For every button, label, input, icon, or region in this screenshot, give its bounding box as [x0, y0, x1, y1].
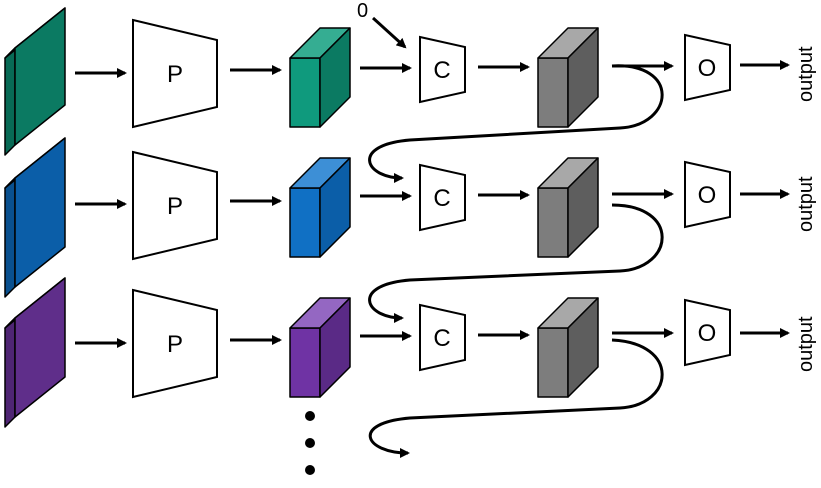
input-volume-2	[4, 137, 66, 298]
hidden-state-3-face-27	[537, 327, 569, 398]
hidden-state-2-face-17	[567, 157, 599, 258]
output-block-3: O	[684, 298, 731, 367]
hidden-state-1-face-3	[537, 57, 569, 128]
ellipsis-dot-3	[305, 465, 315, 475]
ellipsis-dot-1	[305, 411, 315, 421]
row-1: P 0 C O output	[4, 0, 817, 156]
feature-volume-2-face-11	[289, 187, 321, 258]
feature-volume-1-side	[319, 27, 351, 128]
projector-block-1: P	[132, 18, 218, 129]
output-block-1-face-6	[684, 33, 731, 102]
projector-block-3: P	[132, 288, 218, 399]
hidden-state-3-face-29	[567, 297, 599, 398]
output-block-2: O	[684, 160, 731, 229]
input-volume-3	[4, 277, 66, 428]
hidden-state-3	[537, 297, 599, 398]
combiner-block-1-face-2	[419, 35, 466, 104]
projector-block-3-face-22	[132, 288, 218, 399]
projector-block-2-face-10	[132, 150, 218, 261]
projector-label-2: P	[167, 193, 183, 220]
output-block-label-1: O	[698, 55, 717, 82]
output-text-3: output	[795, 316, 817, 372]
output-text-1: output	[795, 46, 817, 102]
input-volume-2-face-7	[4, 177, 16, 298]
feature-volume-1-front	[289, 57, 321, 128]
hidden-state-1	[537, 27, 599, 128]
input-volume-3-face-19	[4, 317, 16, 428]
combiner-label-2: C	[433, 185, 450, 212]
combiner-block-3-face-26	[419, 303, 466, 372]
combiner-label-3: C	[433, 325, 450, 352]
continuation-ellipsis	[305, 411, 315, 475]
output-text-2: output	[795, 176, 817, 232]
projector-block-1-face-1	[132, 18, 218, 129]
hidden-state-1-face-5	[567, 27, 599, 128]
recurrent-connection-2	[368, 203, 664, 323]
projector-label-1: P	[167, 61, 183, 88]
row-2: P C O output	[4, 137, 817, 298]
combiner-block-2-face-14	[419, 163, 466, 232]
output-block-3-face-30	[684, 298, 731, 367]
hidden-state-2-face-15	[537, 187, 569, 258]
output-block-label-3: O	[698, 320, 717, 347]
combiner-block-1: C	[419, 35, 466, 104]
feature-volume-2-face-13	[319, 157, 351, 258]
input-volume-1-side	[4, 47, 16, 156]
recurrent-connection-1	[368, 64, 664, 183]
projector-block-2: P	[132, 150, 218, 261]
projector-label-3: P	[167, 331, 183, 358]
recurrent-connection-3	[368, 338, 664, 458]
output-block-1: O	[684, 33, 731, 102]
input-volume-2-face-9	[14, 137, 66, 288]
hidden-state-2	[537, 157, 599, 258]
output-block-2-face-18	[684, 160, 731, 229]
initial-state-label: 0	[357, 0, 368, 22]
feature-volume-1	[289, 27, 351, 128]
input-volume-3-face-21	[14, 277, 66, 418]
arrow-initial-state	[371, 16, 407, 49]
feature-volume-3-face-25	[319, 297, 351, 398]
input-volume-1	[4, 7, 66, 156]
feature-volume-3	[289, 297, 351, 398]
ellipsis-dot-2	[305, 438, 315, 448]
combiner-block-3: C	[419, 303, 466, 372]
row-3: P C O output	[4, 277, 817, 428]
input-volume-1-front	[14, 7, 66, 146]
feature-volume-2	[289, 157, 351, 258]
feature-volume-3-face-23	[289, 327, 321, 398]
output-block-label-2: O	[698, 182, 717, 209]
combiner-block-2: C	[419, 163, 466, 232]
combiner-label-1: C	[433, 57, 450, 84]
